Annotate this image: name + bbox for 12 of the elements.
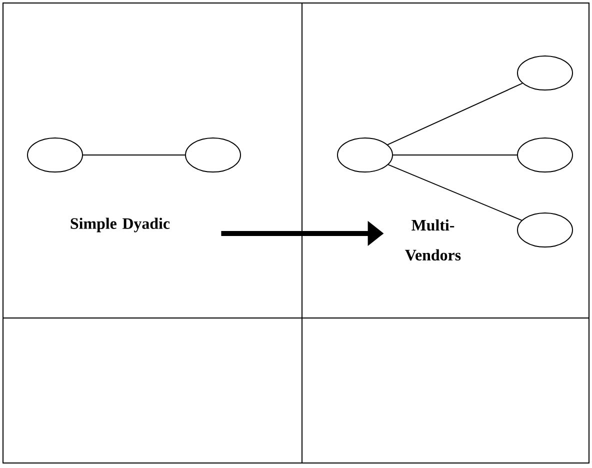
connector-line [82,154,186,156]
text-label: Multi- Vendors [405,219,461,261]
ellipse-node [517,56,573,90]
connector-line [388,164,522,221]
ellipse-node [517,212,573,248]
connector-line [392,154,518,156]
text-label: Simple Dyadic [70,218,170,232]
connector-line [387,82,523,146]
ellipse-node [185,138,241,172]
ellipse-node [517,138,573,172]
ellipse-node [27,138,83,172]
ellipse-node [337,138,393,172]
